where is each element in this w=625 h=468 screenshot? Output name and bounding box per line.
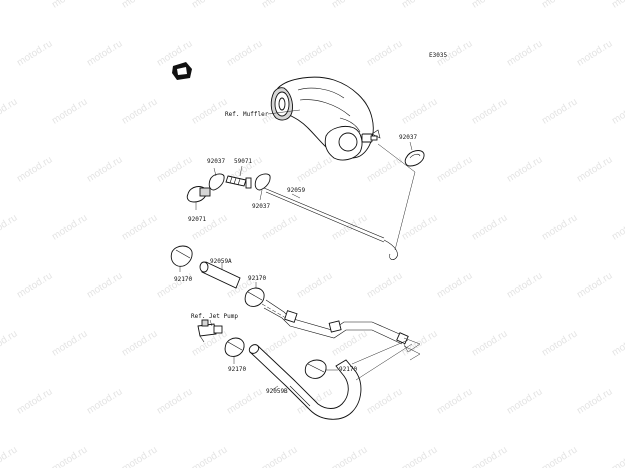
label-92059b: 92059B — [266, 388, 288, 395]
clamp-92170-left — [170, 245, 193, 267]
label-92059: 92059 — [287, 187, 305, 194]
label-59071: 59071 — [234, 158, 252, 165]
diagram-code: E3035 — [429, 52, 447, 59]
fitting-59071 — [225, 175, 252, 189]
cap-92071 — [186, 186, 211, 203]
label-ref-muffler: Ref. Muffler — [225, 111, 269, 118]
label-ref-jet-pump: Ref. Jet Pump — [191, 313, 238, 320]
label-92059a: 92059A — [210, 258, 232, 265]
muffler — [270, 76, 381, 161]
label-92071: 92071 — [188, 216, 206, 223]
hose-92059a — [199, 261, 241, 289]
clamp-92037-left — [208, 173, 225, 191]
label-92037-right: 92037 — [399, 134, 417, 141]
label-92170-low: 92170 — [228, 366, 246, 373]
clamp-92170-low — [224, 337, 245, 357]
hose-92059b — [248, 339, 413, 420]
label-92170-right: 92170 — [339, 366, 357, 373]
label-92037-left: 92037 — [207, 158, 225, 165]
jet-pump-fitting — [197, 319, 223, 343]
front-arrow-icon — [172, 62, 192, 80]
label-92037-mid: 92037 — [252, 203, 270, 210]
clamp-92037-right — [404, 150, 425, 167]
label-92170-mid: 92170 — [248, 275, 266, 282]
clamp-92170-right — [304, 359, 327, 379]
clamp-92170-mid — [244, 287, 265, 307]
label-92170-left: 92170 — [174, 276, 192, 283]
clamp-92037-mid — [254, 173, 271, 191]
